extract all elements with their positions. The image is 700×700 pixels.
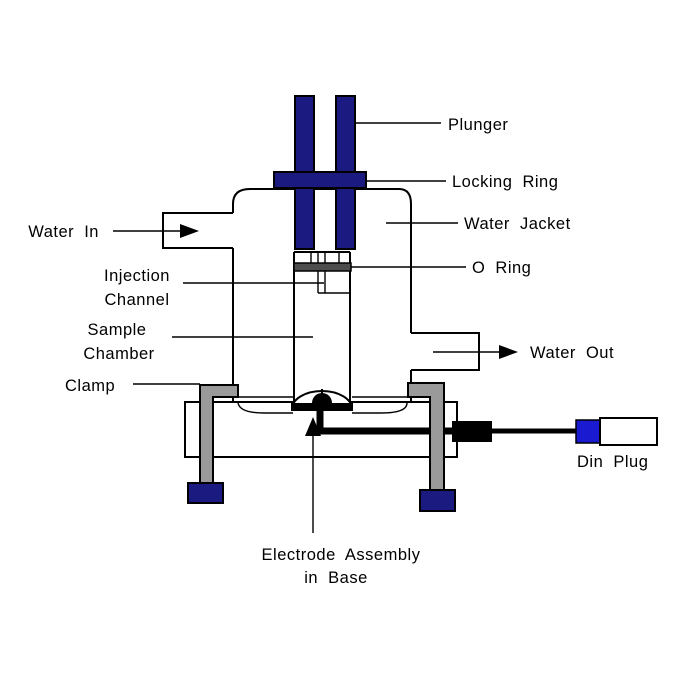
water-in-label: Water In bbox=[28, 223, 99, 241]
clamp-foot-left bbox=[187, 482, 224, 504]
water-jacket-label: Water Jacket bbox=[464, 215, 571, 233]
locking-ring bbox=[273, 171, 367, 189]
cable-connector bbox=[452, 421, 492, 442]
o-ring-label: O Ring bbox=[472, 259, 531, 277]
water-out-arrow bbox=[433, 345, 518, 359]
water-jacket-outline bbox=[232, 188, 412, 402]
electrode-label-line2: in Base bbox=[304, 569, 368, 587]
electrode-pointer-arrow bbox=[305, 417, 321, 533]
din-plug-body bbox=[599, 417, 658, 446]
locking-ring-label: Locking Ring bbox=[452, 173, 558, 191]
clamps bbox=[187, 382, 456, 512]
sample-chamber-label-line1: Sample bbox=[88, 321, 147, 339]
injection-channel-label-line2: Channel bbox=[105, 291, 170, 309]
pointer-lines bbox=[133, 122, 466, 385]
electrode-label-line1: Electrode Assembly bbox=[262, 546, 421, 564]
clamp-foot-right bbox=[419, 489, 456, 512]
injection-channel-label-line1: Injection bbox=[104, 267, 170, 285]
electrode-bar bbox=[291, 403, 353, 411]
plunger-label: Plunger bbox=[448, 116, 508, 134]
din-plug-collar bbox=[575, 419, 601, 444]
electrode-assembly bbox=[291, 389, 452, 435]
electrode-wire bbox=[316, 408, 452, 435]
clamp-label: Clamp bbox=[65, 377, 115, 395]
base-dish-recess bbox=[237, 396, 408, 414]
sample-chamber-walls bbox=[293, 251, 351, 404]
sample-chamber-label-line2: Chamber bbox=[83, 345, 154, 363]
o-ring bbox=[293, 262, 352, 272]
water-out-label: Water Out bbox=[530, 344, 614, 362]
din-plug-label: Din Plug bbox=[577, 453, 648, 471]
injection-channel-walls bbox=[310, 252, 349, 294]
water-in-arrow bbox=[113, 224, 199, 238]
din-plug-assembly bbox=[452, 417, 658, 446]
